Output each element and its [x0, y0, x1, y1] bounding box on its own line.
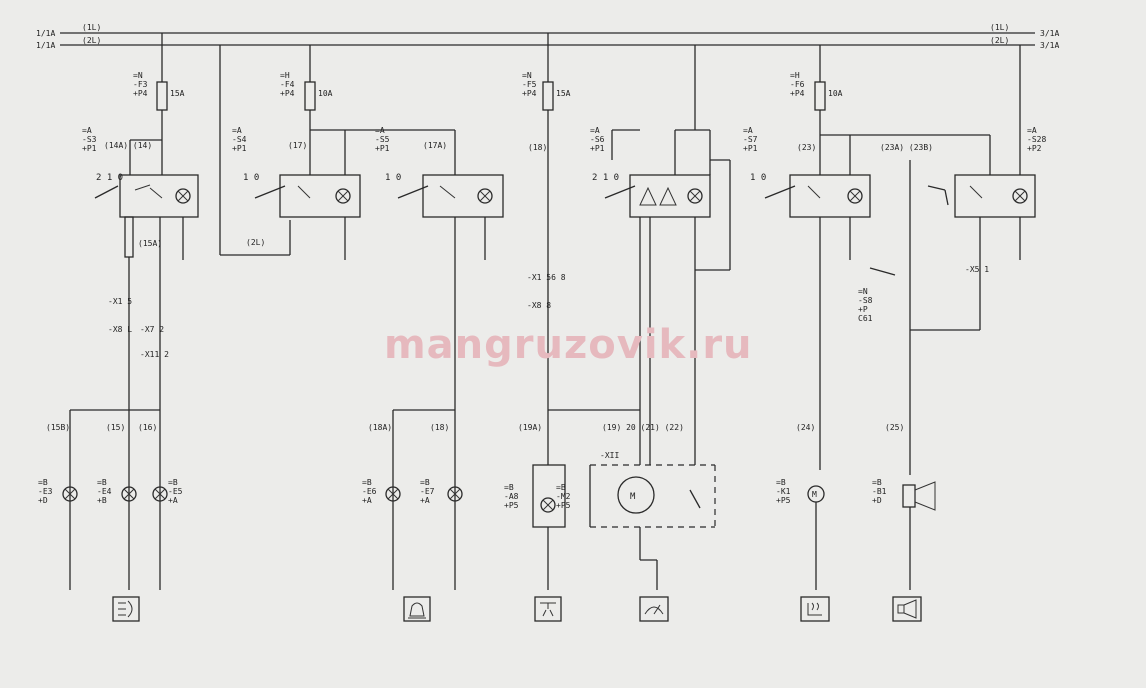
load-e6: =B-E6+A (18A) — [362, 423, 401, 505]
connector-x1: -X1 5 — [108, 297, 132, 306]
connector-x5: -X5 1 — [965, 265, 989, 274]
fuse-f6: =H-F6+P4 10A — [790, 45, 843, 175]
bus-right-label-2: 3/1A — [1040, 41, 1059, 50]
connector-x8b: -X8 8 — [527, 301, 551, 310]
switch-positions-s6: 2 1 0 — [592, 173, 619, 183]
fuse-rating-f5: 15A — [556, 89, 571, 98]
load-ref-e3: =B-E3+D — [38, 478, 53, 505]
fuse-rating-f3: 15A — [170, 89, 185, 98]
switch-s6: =A-S6+P1 2 1 0 (18) — [528, 126, 711, 218]
load-wire-a8: (19A) — [518, 423, 542, 432]
switch-wires-s3: (14A) (14) — [104, 141, 152, 150]
cab-light-icon — [534, 596, 562, 622]
fuse-f4: =H-F4+P4 10A — [280, 45, 333, 175]
switch-positions-s5: 1 0 — [385, 173, 401, 183]
beacon-icon — [403, 596, 431, 622]
fuse-ref-f6: =H-F6+P4 — [790, 71, 805, 98]
work-lights-icon — [112, 596, 140, 622]
feed-wires — [129, 45, 1021, 256]
watermark: mangruzovik.ru — [384, 322, 753, 368]
switch-s7: =A-S7+P1 1 0 (23) — [743, 126, 871, 218]
bus-right-wire-2: (2L) — [990, 36, 1009, 45]
switch-ref-s6: =A-S6+P1 — [590, 126, 605, 153]
load-b1-horn: =B-B1+D (25) — [872, 423, 936, 590]
switch-ref-s28: =A-S28+P2 — [1027, 126, 1046, 153]
load-m2-wiper-motor: M =B-M2+P5 (19) 20 (21) (22) -XII — [556, 423, 716, 590]
connector-xii: -XII — [600, 451, 619, 460]
switch-ref-s4: =A-S4+P1 — [232, 126, 247, 153]
circuit-wires: (15A) -X1 5 -X8 L -X7 2 -X11 2 (2L) -X1 … — [108, 110, 1021, 590]
motor-m-glyph: M — [630, 492, 636, 502]
bus-left-label-1: 1/1A — [36, 29, 55, 38]
load-wire-k1: (24) — [796, 423, 815, 432]
switch-wires-s6: (18) — [528, 143, 547, 152]
load-wire-e3: (15B) — [46, 423, 70, 432]
load-ref-e5: =B-E5+A — [168, 478, 183, 505]
switch-ref-s3: =A-S3+P1 — [82, 126, 97, 153]
load-ref-k1: =B-K1+P5 — [776, 478, 791, 505]
load-k1-seat-motor: M =B-K1+P5 (24) — [776, 423, 825, 590]
load-wire-b1: (25) — [885, 423, 904, 432]
fuse-ref-f4: =H-F4+P4 — [280, 71, 295, 98]
wire-label-15a: (15A) — [138, 239, 162, 248]
load-e7: =B-E7+A (18) — [420, 423, 463, 505]
connector-x11: -X11 2 — [140, 350, 169, 359]
switch-ref-s5: =A-S5+P1 — [375, 126, 390, 153]
load-wire-e5: (16) — [138, 423, 157, 432]
branch-buses — [69, 409, 640, 590]
switch-wires-s28: (23A) (23B) — [880, 143, 933, 152]
load-ref-a8: =B-A8+P5 — [504, 483, 519, 510]
switch-s5: =A-S5+P1 1 0 (17A) — [375, 126, 504, 218]
bus-wire-1: (1L) — [82, 23, 101, 32]
switch-wires-s4: (17) — [288, 141, 307, 150]
seat-heater-icon — [800, 596, 830, 622]
connector-x7: -X7 2 — [140, 325, 164, 334]
fuse-f5: =N-F5+P4 15A — [522, 33, 571, 111]
connector-x8: -X8 L — [108, 325, 132, 334]
switch-positions-s4: 1 0 — [243, 173, 259, 183]
load-ref-e7: =B-E7+A — [420, 478, 435, 505]
load-wire-m2: (19) 20 (21) (22) — [602, 423, 684, 432]
load-ref-e6: =B-E6+A — [362, 478, 377, 505]
bus-right-wire-1: (1L) — [990, 23, 1009, 32]
switch-s4: =A-S4+P1 1 0 (17) — [232, 126, 361, 218]
connector-x1b: -X1 56 8 — [527, 273, 566, 282]
load-wire-e4: (15) — [106, 423, 125, 432]
bus-right-label-1: 3/1A — [1040, 29, 1059, 38]
switch-s3: =A-S3+P1 2 1 0 (14A) (14) — [82, 126, 199, 218]
fuse-rating-f6: 10A — [828, 89, 843, 98]
fuse-f3: =N-F3+P4 15A — [133, 33, 185, 175]
wire-label-2l: (2L) — [246, 238, 265, 247]
wiper-icon — [639, 596, 669, 622]
switch-s28: =A-S28+P2 (23A) (23B) — [880, 126, 1046, 218]
fuse-ref-f5: =N-F5+P4 — [522, 71, 537, 98]
load-e4: =B-E4+B (15) — [97, 423, 137, 505]
fuse-rating-f4: 10A — [318, 89, 333, 98]
load-wire-e7: (18) — [430, 423, 449, 432]
load-e3: =B-E3+D (15B) — [38, 423, 78, 505]
bus-wire-2: (2L) — [82, 36, 101, 45]
load-ref-b1: =B-B1+D — [872, 478, 887, 505]
load-a8: =B-A8+P5 (19A) — [504, 423, 566, 590]
switch-wires-s7: (23) — [797, 143, 816, 152]
fuse-ref-f3: =N-F3+P4 — [133, 71, 148, 98]
horn-icon — [892, 596, 922, 622]
switch-wires-s5: (17A) — [423, 141, 447, 150]
load-ref-m2: =B-M2+P5 — [556, 483, 571, 510]
bus-left-label-2: 1/1A — [36, 41, 55, 50]
load-e5: =B-E5+A (16) — [138, 423, 183, 505]
k1-m-glyph: M — [812, 490, 817, 499]
load-ref-e4: =B-E4+B — [97, 478, 112, 505]
load-wire-e6: (18A) — [368, 423, 392, 432]
switch-positions-s3: 2 1 0 — [96, 173, 123, 183]
switch-positions-s7: 1 0 — [750, 173, 766, 183]
switch-ref-s7: =A-S7+P1 — [743, 126, 758, 153]
